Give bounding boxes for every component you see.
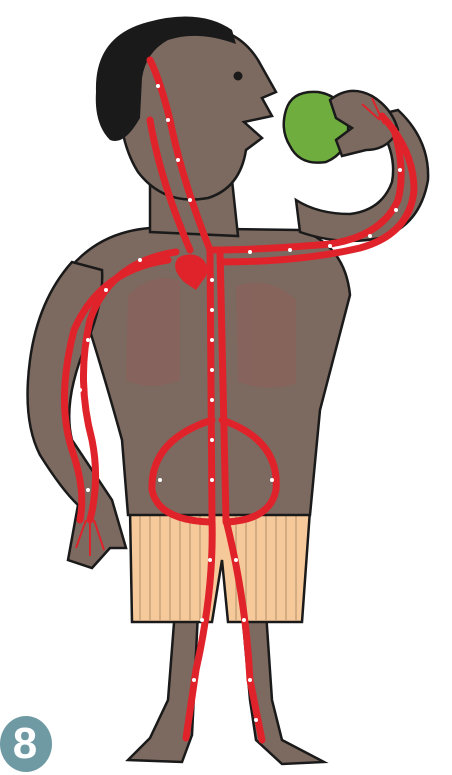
eye [234,72,243,81]
step-number: 8 [2,716,48,772]
shorts [130,510,310,622]
legs [128,610,324,764]
